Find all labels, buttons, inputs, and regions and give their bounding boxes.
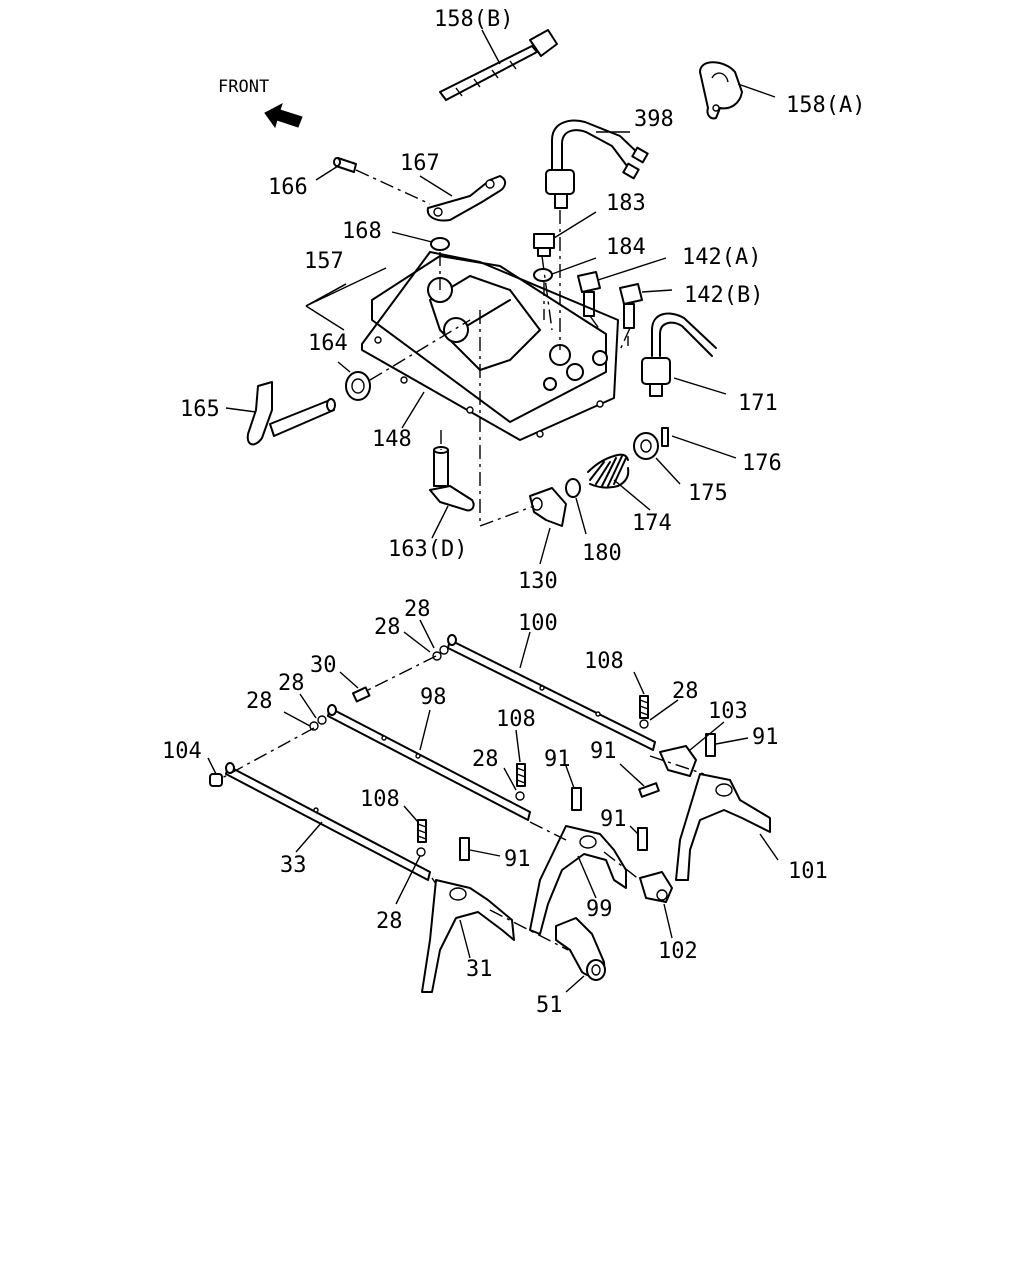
callout-184: 184 [606,235,646,260]
callout-103: 103 [708,699,748,724]
interlock-bracket-part [529,487,567,527]
washer-part [565,478,581,498]
callout-108: 108 [360,787,400,812]
callout-148: 148 [372,427,412,452]
shift-block-102 [639,871,673,903]
callout-108: 108 [584,649,624,674]
callout-171: 171 [738,391,778,416]
small-pin-part [661,427,669,447]
leader-lines [207,29,779,993]
callout-91: 91 [590,739,617,764]
switch-part [641,312,717,397]
bolt-part [577,271,601,317]
callout-176: 176 [742,451,782,476]
cable-tie-part [439,29,558,101]
interlock-pin-part [351,686,371,703]
callout-99: 99 [586,897,613,922]
seal-part [345,371,371,401]
washer-part [430,237,450,251]
callout-98: 98 [420,685,447,710]
shift-fork-101 [675,773,771,881]
callout-168: 168 [342,219,382,244]
callout-164: 164 [308,331,348,356]
callout-165: 165 [180,397,220,422]
shift-rod-100 [447,634,656,751]
callout-180: 180 [582,541,622,566]
bolt-part [619,283,643,329]
bracket-part [426,175,506,222]
callout-28: 28 [278,671,305,696]
front-arrow-icon [264,102,303,129]
pins-91 [459,733,716,861]
callout-175: 175 [688,481,728,506]
callout-28: 28 [472,747,499,772]
callout-130: 130 [518,569,558,594]
front-label: FRONT [218,77,269,97]
callout-100: 100 [518,611,558,636]
callout-157: 157 [304,249,344,274]
callout-91: 91 [752,725,779,750]
assembly-lines [221,655,705,951]
spring-part [587,453,630,489]
callout-398: 398 [634,107,674,132]
callout-28: 28 [374,615,401,640]
detent-rod-part [429,446,475,512]
pin-part [333,157,357,173]
shift-rod-33 [225,762,431,881]
springs-108 [417,695,649,843]
callout-31: 31 [466,957,493,982]
callout-91: 91 [504,847,531,872]
shift-block-103 [659,745,697,777]
callout-104: 104 [162,739,202,764]
callout-labels: 158(B) 158(A) 398 166 167 183 168 184 14… [162,7,865,1018]
assembly-lines [355,169,631,527]
callout-158b: 158(B) [434,7,513,32]
shift-lever-51 [555,917,606,981]
callout-142a: 142(A) [682,245,761,270]
callout-51: 51 [536,993,563,1018]
washer-part [533,268,553,282]
callout-28: 28 [672,679,699,704]
callout-167: 167 [400,151,440,176]
callout-28: 28 [246,689,273,714]
callout-102: 102 [658,939,698,964]
balls-28 [309,645,649,857]
plug-part [533,233,555,257]
callout-142b: 142(B) [684,283,763,308]
callout-101: 101 [788,859,828,884]
wiring-harness-part [545,119,649,209]
callout-108: 108 [496,707,536,732]
callout-28: 28 [404,597,431,622]
callout-163d: 163(D) [388,537,467,562]
clip-part [699,61,743,120]
callout-166: 166 [268,175,308,200]
plug-part [209,773,223,787]
callout-30: 30 [310,653,337,678]
callout-174: 174 [632,511,672,536]
callout-28: 28 [376,909,403,934]
ball-part [633,432,659,460]
callout-33: 33 [280,853,307,878]
shift-lever-part [246,381,336,446]
callout-158a: 158(A) [786,93,865,118]
shift-rod-98 [327,704,531,821]
callout-91: 91 [544,747,571,772]
cover-part [361,251,619,441]
callout-91: 91 [600,807,627,832]
shift-fork-31 [421,879,515,993]
callout-183: 183 [606,191,646,216]
